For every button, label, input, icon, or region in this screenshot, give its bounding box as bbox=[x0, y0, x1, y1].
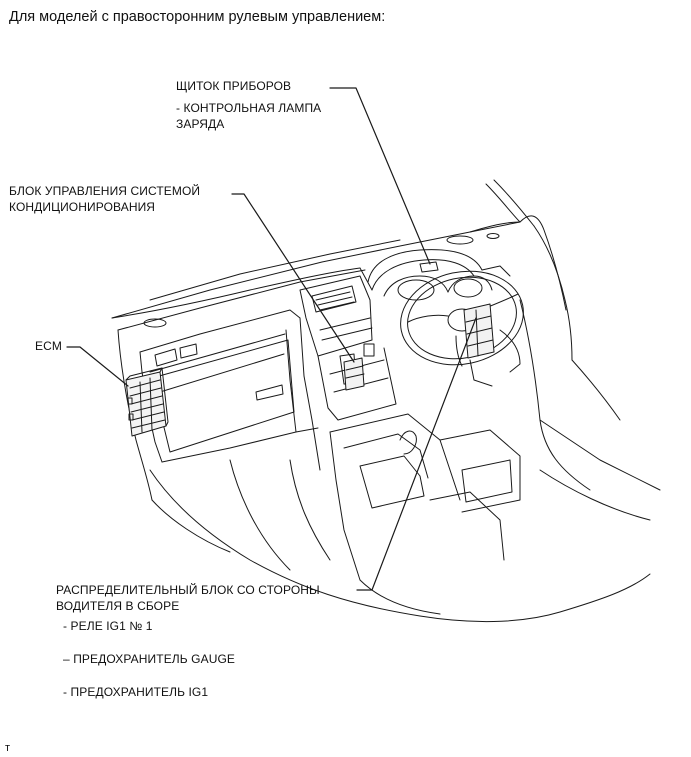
ac-control-unit bbox=[344, 358, 364, 390]
label-fuse-gauge: – ПРЕДОХРАНИТЕЛЬ GAUGE bbox=[63, 652, 236, 666]
footer-mark: т bbox=[5, 742, 11, 754]
label-charge-lamp: - КОНТРОЛЬНАЯ ЛАМПА bbox=[176, 101, 322, 115]
ecm-unit bbox=[126, 368, 168, 436]
label-junction-block-line2: ВОДИТЕЛЯ В СБОРЕ bbox=[56, 599, 180, 613]
leader-lines bbox=[67, 88, 476, 590]
center-stack bbox=[286, 276, 396, 470]
label-ac-control-line2: КОНДИЦИОНИРОВАНИЯ bbox=[9, 200, 156, 214]
dashboard-top bbox=[112, 216, 566, 330]
a-pillar bbox=[486, 180, 572, 360]
label-junction-block-line1: РАСПРЕДЕЛИТЕЛЬНЫЙ БЛОК СО СТОРОНЫ bbox=[56, 583, 320, 597]
door-right bbox=[520, 300, 660, 490]
label-ecm: ECM bbox=[35, 339, 62, 353]
page-title: Для моделей с правосторонним рулевым упр… bbox=[9, 9, 386, 25]
floor-console bbox=[330, 414, 520, 614]
label-charge-lamp-cont: ЗАРЯДА bbox=[176, 117, 225, 131]
label-ac-control-line1: БЛОК УПРАВЛЕНИЯ СИСТЕМОЙ bbox=[9, 184, 201, 198]
instrument-cluster bbox=[360, 250, 510, 300]
label-fuse-ig1: - ПРЕДОХРАНИТЕЛЬ IG1 bbox=[63, 685, 209, 699]
junction-block-unit bbox=[464, 304, 494, 358]
floor-lines bbox=[150, 460, 650, 622]
label-instrument-panel: ЩИТОК ПРИБОРОВ bbox=[176, 79, 292, 93]
steering-wheel bbox=[392, 260, 532, 386]
label-relay-ig1: - РЕЛЕ IG1 № 1 bbox=[63, 619, 153, 633]
